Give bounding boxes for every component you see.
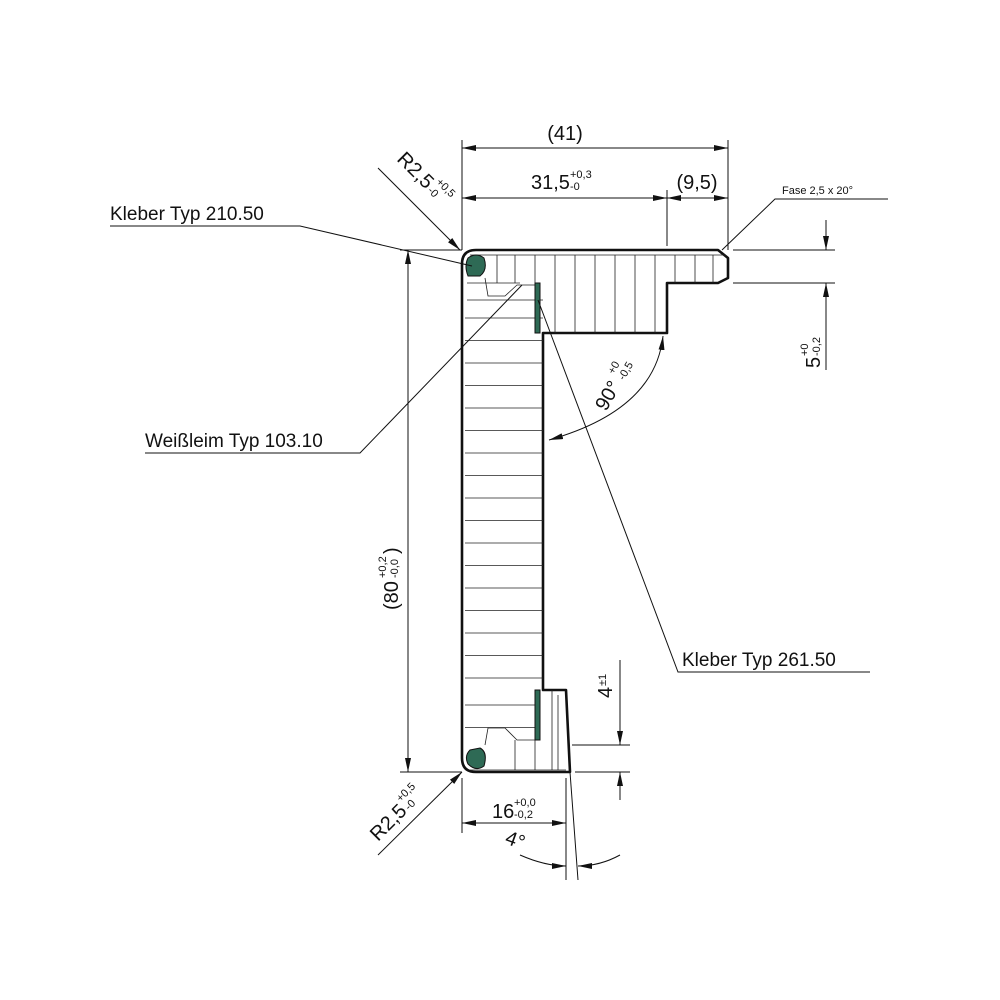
dim-base-width <box>461 771 621 881</box>
dim-step <box>572 660 630 800</box>
dim-overall-width-text: (41) <box>547 123 583 145</box>
weissleim-leader <box>145 284 523 454</box>
svg-text:-0,5: -0,5 <box>616 360 636 382</box>
angle-90-text: 90° +0 -0,5 <box>591 359 636 414</box>
dim-base-width-text: 16 <box>492 801 514 823</box>
weissleim-label: Weißleim Typ 103.10 <box>145 431 323 452</box>
svg-text:5: 5 <box>803 357 825 368</box>
glue-kleber-261-bottom <box>534 689 541 741</box>
dim-tongue-thickness-text: 5 +0 -0,2 <box>799 337 825 368</box>
dim-flange-width-text: 31,5 <box>531 172 570 194</box>
hatching-flange <box>467 254 726 771</box>
angle-90-arc <box>548 335 665 441</box>
glue-kleber-210-bottom <box>465 747 486 770</box>
svg-text:(80: (80 <box>381 581 403 610</box>
radius-bottom-leader <box>377 771 463 856</box>
svg-text:-0,2: -0,2 <box>811 337 823 356</box>
fase-label: Fase 2,5 x 20° <box>782 185 853 197</box>
svg-text:±1: ±1 <box>597 674 609 686</box>
dim-tongue-thickness <box>733 220 835 370</box>
profile-outline <box>460 248 730 774</box>
svg-text:-0,0: -0,0 <box>389 559 401 578</box>
svg-text:+0: +0 <box>799 343 811 356</box>
svg-text:): ) <box>381 547 403 554</box>
tol-upper: +0,0 <box>514 797 536 809</box>
dim-flange-width <box>462 190 728 246</box>
radius-top-leader <box>377 167 461 251</box>
kleber-261-label: Kleber Typ 261.50 <box>682 650 836 671</box>
glue-kleber-261-top <box>534 282 541 334</box>
kleber-210-label: Kleber Typ 210.50 <box>110 204 264 225</box>
tol-lower: -0,2 <box>514 809 533 821</box>
glue-kleber-210-top <box>465 254 486 277</box>
svg-text:90°: 90° <box>591 377 625 414</box>
tol-upper: +0,3 <box>570 169 592 181</box>
svg-text:4: 4 <box>595 687 617 698</box>
dim-height-text: (80 +0,2 -0,0 ) <box>377 547 403 610</box>
svg-text:+0,2: +0,2 <box>377 556 389 578</box>
dim-step-text: 4 ±1 <box>595 674 617 698</box>
radius-top-text: R2,5 +0,5 -0 <box>392 148 457 200</box>
draft-angle-text: 4° <box>502 827 527 854</box>
radius-bottom-text: R2,5 +0,5 -0 <box>366 781 418 846</box>
kleber-210-leader <box>110 225 473 267</box>
dim-overall-width <box>461 140 729 250</box>
dim-height <box>400 249 462 773</box>
fase-leader <box>721 198 888 251</box>
svg-text:+0: +0 <box>606 359 623 376</box>
hatching-vertical <box>465 317 543 728</box>
tol-lower: -0 <box>570 181 580 193</box>
dim-tongue-width-text: (9,5) <box>676 172 717 194</box>
